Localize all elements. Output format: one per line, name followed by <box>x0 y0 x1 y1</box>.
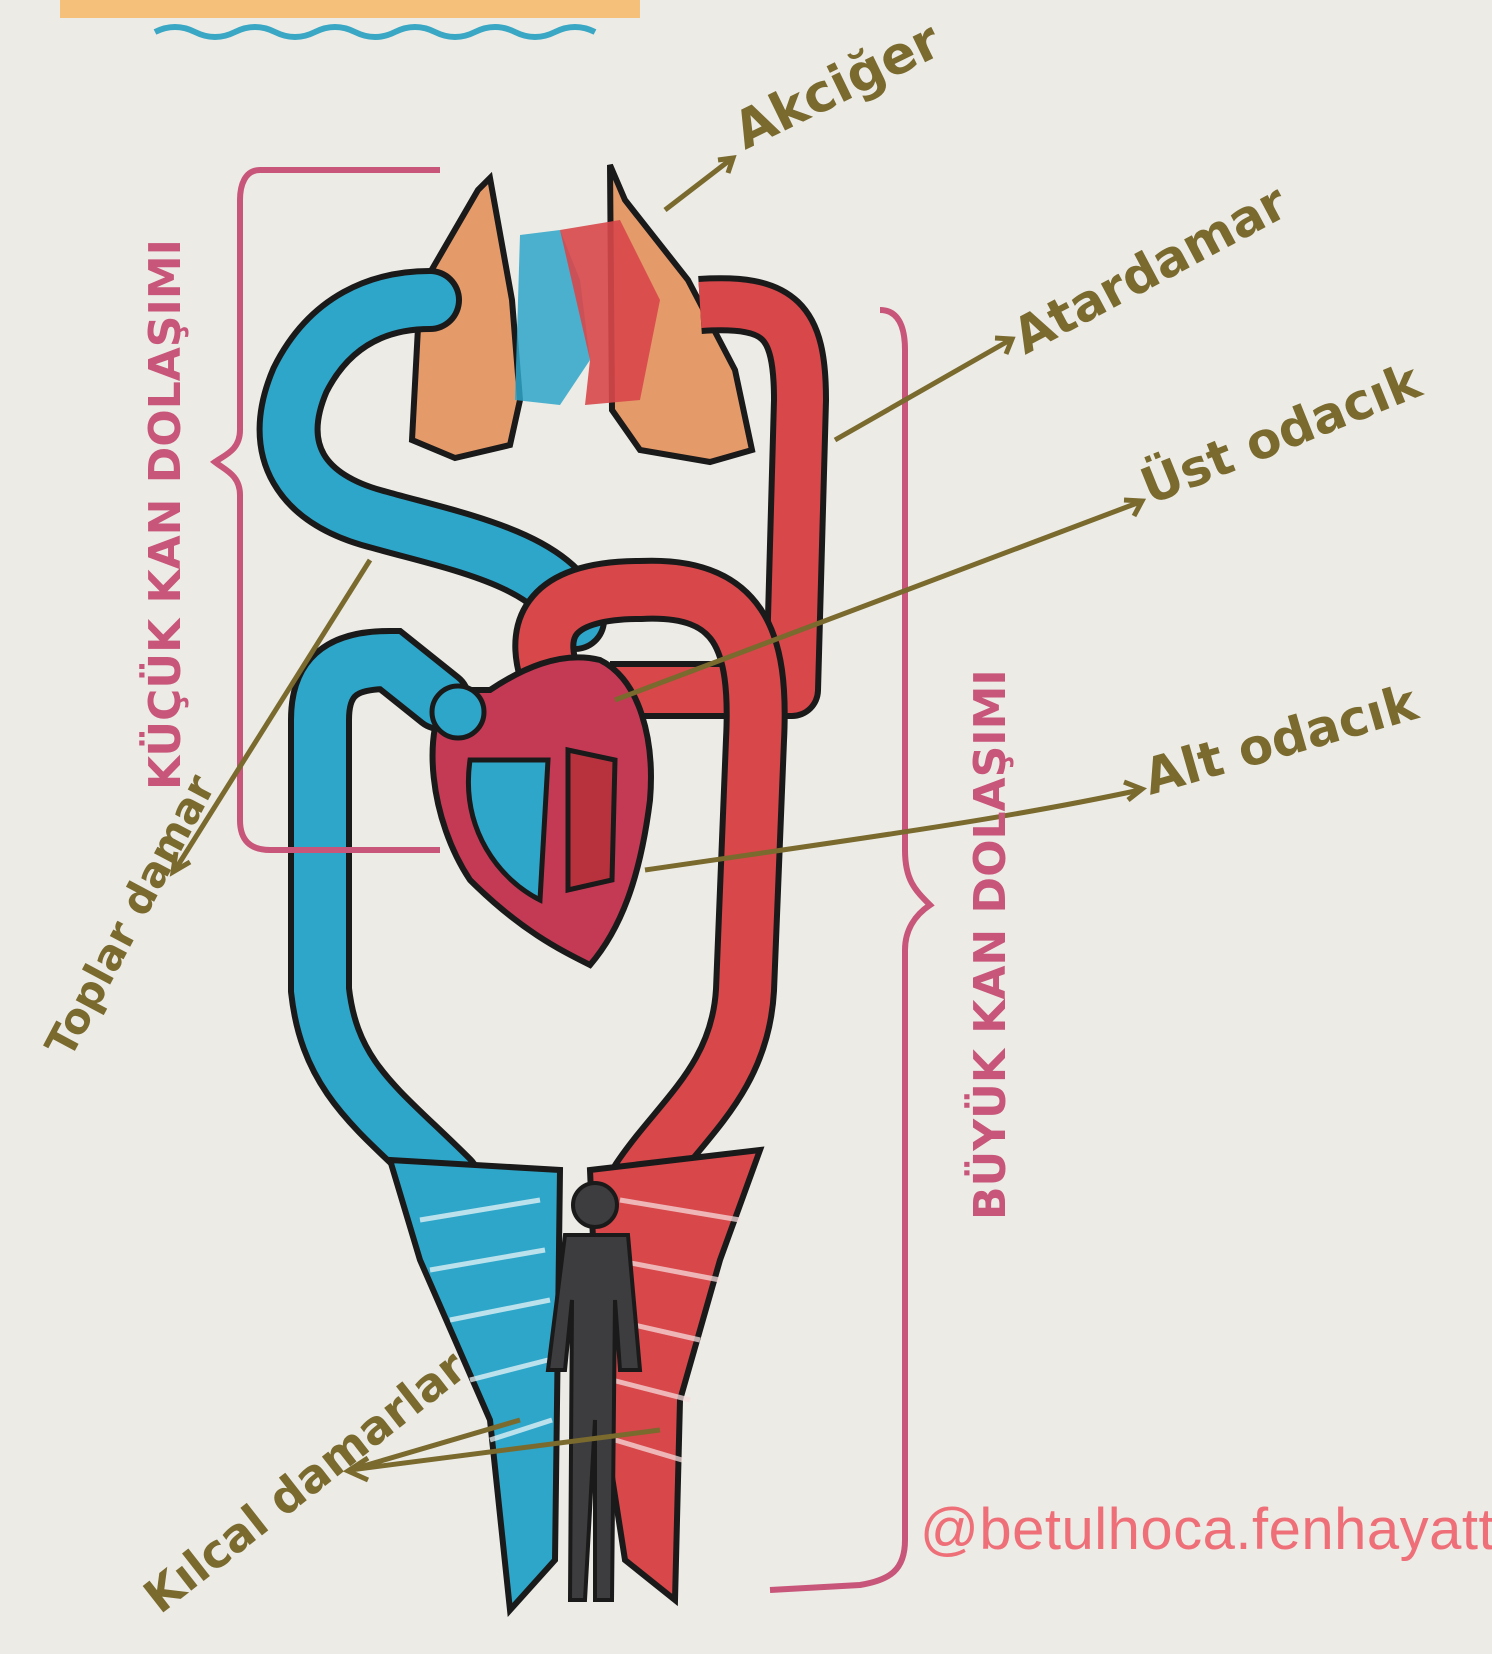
left-ventricle <box>568 750 615 890</box>
label-systemic-circulation: BÜYÜK KAN DOLAŞIMI <box>963 669 1016 1220</box>
label-vein: Toplar damar <box>36 767 226 1065</box>
title-underline <box>155 27 595 37</box>
label-pulmonary-circulation: KÜÇÜK KAN DOLAŞIMI <box>138 239 191 790</box>
heart <box>432 657 651 965</box>
right-atrium <box>432 686 484 738</box>
title-highlight <box>60 0 640 18</box>
label-artery: Atardamar <box>1003 173 1296 366</box>
arrow-artery <box>835 340 1010 440</box>
label-capillaries-text: Kılcal damarlar <box>134 1339 477 1623</box>
arrow-lung <box>665 160 730 210</box>
label-vein-text: Toplar damar <box>36 767 226 1065</box>
label-atrium: Üst odacık <box>1132 350 1430 516</box>
arrow-ventricle <box>645 790 1140 870</box>
label-lung: Akciğer <box>724 10 950 161</box>
label-capillaries: Kılcal damarlar <box>134 1339 477 1623</box>
label-ventricle: Alt odacık <box>1137 673 1425 807</box>
watermark-handle: @betulhoca.fenhayatt <box>920 1496 1492 1563</box>
